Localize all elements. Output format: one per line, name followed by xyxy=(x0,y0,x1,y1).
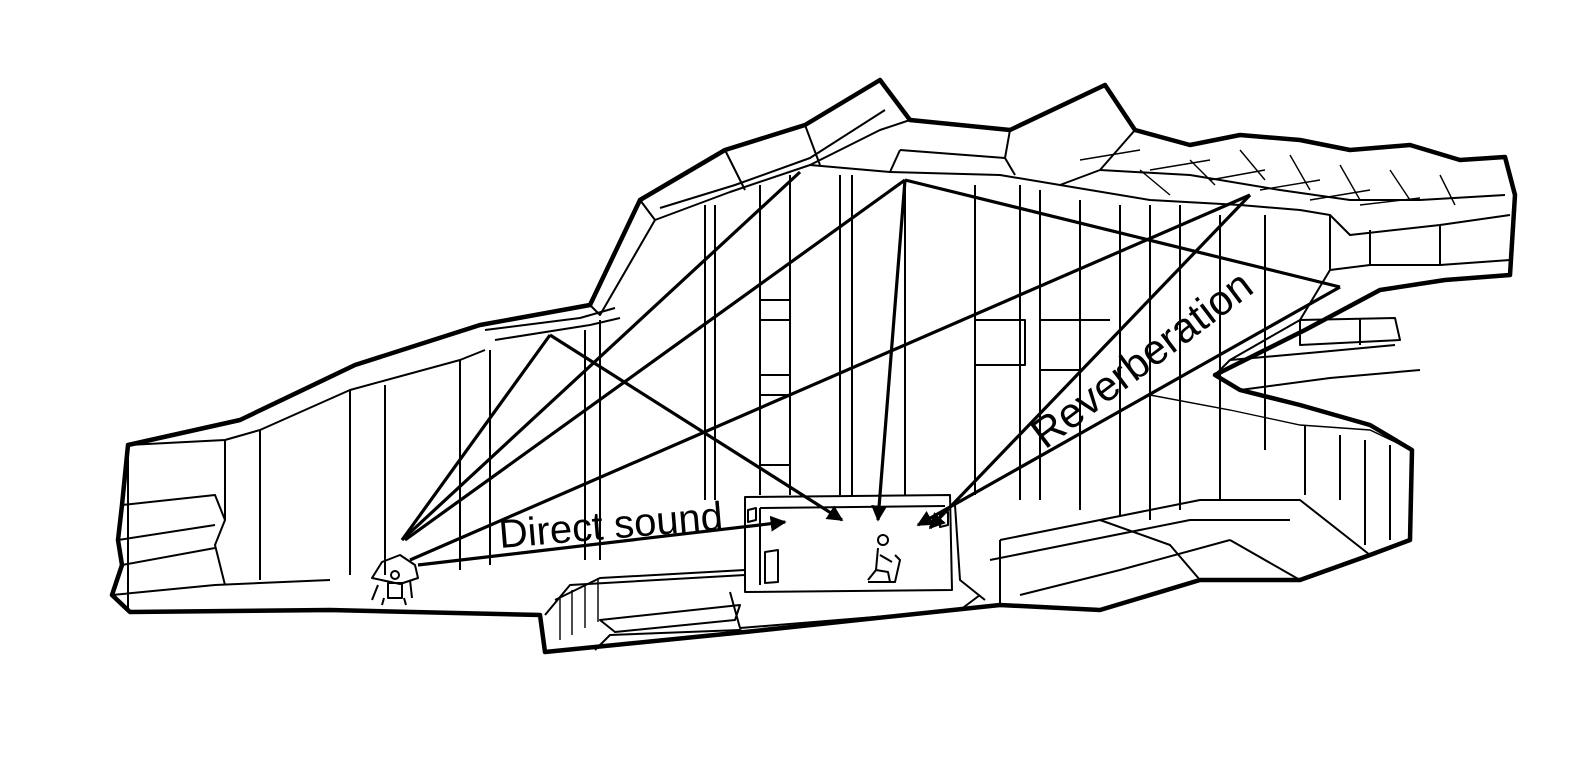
reverberation-label: Reverberation xyxy=(1022,261,1261,457)
direct-sound-label: Direct sound xyxy=(497,494,724,557)
listener-figure xyxy=(868,535,900,582)
pianist-figure xyxy=(372,555,418,605)
right-balcony xyxy=(1215,215,1510,390)
